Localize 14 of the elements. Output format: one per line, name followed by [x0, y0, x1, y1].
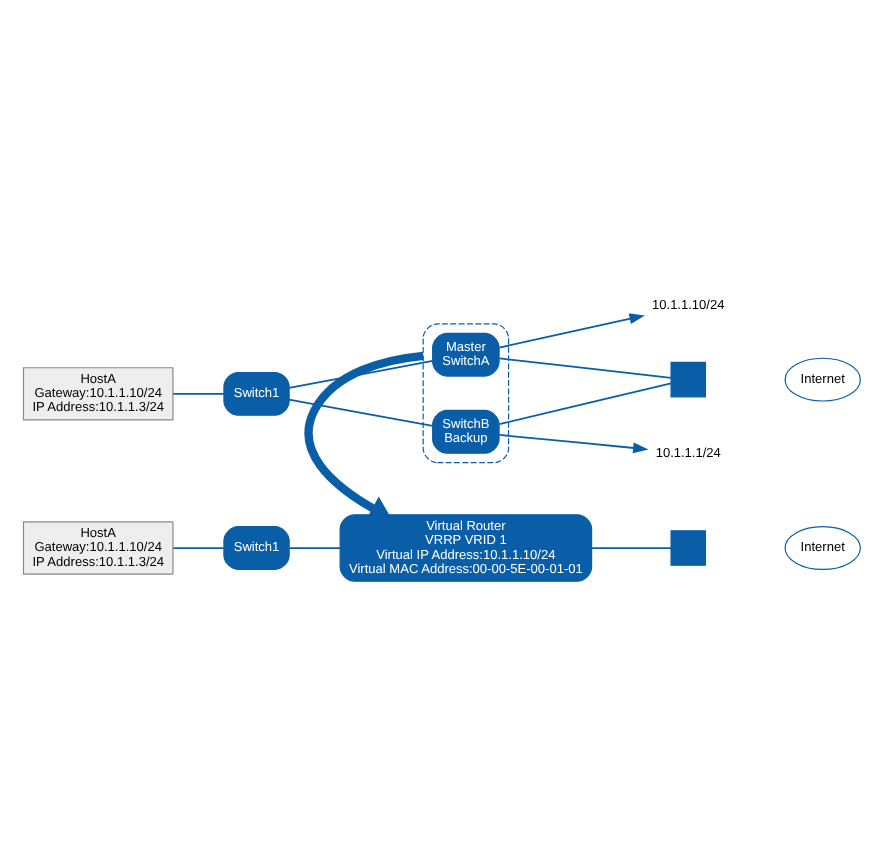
node-box	[670, 530, 707, 566]
connector	[498, 357, 672, 379]
arrow	[498, 313, 645, 349]
connector	[498, 382, 672, 425]
connector	[172, 392, 225, 395]
node-box	[670, 361, 707, 398]
connector	[172, 547, 225, 549]
arrow	[304, 351, 424, 520]
connector	[590, 547, 672, 549]
connector	[288, 359, 434, 389]
connector	[288, 547, 341, 549]
arrow	[498, 434, 649, 454]
cluster	[422, 323, 510, 464]
connector	[288, 398, 434, 427]
